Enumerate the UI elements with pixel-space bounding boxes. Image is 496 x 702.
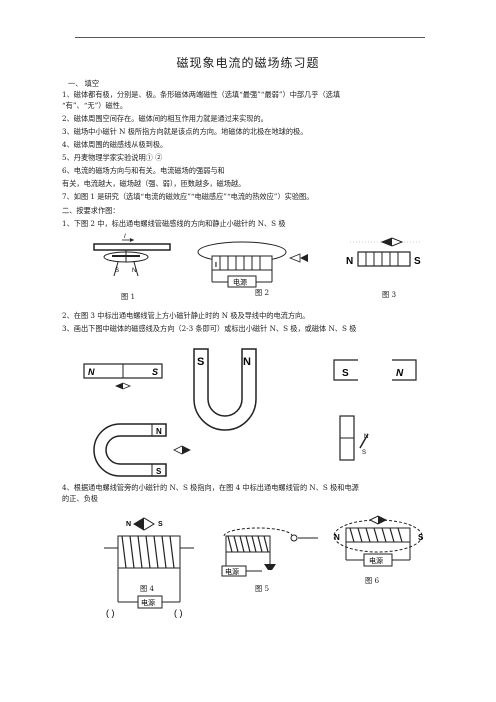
figure-3: N S <box>346 237 421 267</box>
svg-text:S: S <box>115 268 119 274</box>
svg-text:S: S <box>342 368 349 379</box>
header-rule <box>75 37 425 38</box>
svg-text:N: N <box>156 427 162 436</box>
svg-text:N: N <box>334 533 340 542</box>
question-line: “有”、“无”）磁性。 <box>62 101 128 110</box>
svg-text:I: I <box>124 234 126 240</box>
question-line: 有关，电流越大，磁场越（强、弱），匝数越多，磁场越。 <box>62 179 246 188</box>
figure-3-caption: 图 3 <box>382 290 397 299</box>
figure-5-caption: 图 5 <box>255 584 270 593</box>
svg-text:S: S <box>152 367 158 377</box>
question-line: 3、磁场中小磁针 N 极所指方向就是该点的方向。地磁体的北极在地球的极。 <box>62 127 308 136</box>
bar-magnet-figure: N S <box>83 363 163 390</box>
svg-text:S: S <box>156 467 162 476</box>
svg-text:电源: 电源 <box>369 556 383 565</box>
svg-text:电源: 电源 <box>225 567 239 576</box>
page-title: 磁现象电流的磁场练习题 <box>176 56 320 70</box>
question-line: 的正、负极 <box>62 494 98 503</box>
figure-6-caption: 图 6 <box>365 576 380 585</box>
figure-6: N S 电源 <box>333 515 424 567</box>
figure-2-caption: 图 2 <box>255 288 270 297</box>
section-heading-draw: 二、按要求作图： <box>62 206 120 215</box>
svg-text:( ): ( ) <box>106 608 115 618</box>
figure-4: N S 电源 ( ) ( ) <box>104 517 194 618</box>
question-line: 5、丹麦物理学家实验说明① ② <box>62 153 163 162</box>
question-line: 3、画出下图中磁体的磁感线及方向（2-3 条即可）或标出小磁针 N、S 极，或磁… <box>62 324 357 333</box>
svg-text:N: N <box>346 256 353 267</box>
u-magnet-figure: S N <box>193 348 257 431</box>
figure-1-caption: 图 1 <box>121 292 136 301</box>
facing-magnets-figure: S N <box>333 359 417 381</box>
horseshoe-figure: N S <box>93 423 191 477</box>
vertical-magnet-figure: N S <box>339 415 369 461</box>
question-line: 2、在图 3 中标出通电螺线管上方小磁针静止时的 N 极及导线中的电流方向。 <box>62 311 310 320</box>
svg-text:电源: 电源 <box>141 598 155 607</box>
figure-4-caption: 图 4 <box>140 584 155 593</box>
svg-text:N: N <box>396 368 404 379</box>
svg-text:S: S <box>418 533 424 542</box>
question-line: 1、磁体都有极，分别是、极。条形磁体两端磁性（选填“最强”“最弱”）中部几乎（选… <box>62 90 341 99</box>
question-line: 1、下图 2 中，标出通电螺线管磁感线的方向和静止小磁针的 N、S 极 <box>62 219 286 228</box>
question-line: 7、如图 1 是研究（选填“电流的磁效应”“电磁感应”“电流的热效应”）实验图。 <box>62 192 314 201</box>
question-line: 2、磁体周围空间存在。磁体间的相互作用力就是通过来实现的。 <box>62 114 268 123</box>
svg-text:S: S <box>414 256 421 267</box>
svg-text:N: N <box>243 356 251 368</box>
svg-text:I: I <box>215 262 217 269</box>
section-heading-fill: 一、 填空 <box>68 79 100 88</box>
svg-text:S: S <box>158 521 163 528</box>
svg-text:N: N <box>132 268 136 274</box>
question-line: 6、电流的磁场方向与和有关。电流磁场的强弱与和 <box>62 166 225 175</box>
svg-text:S: S <box>197 356 204 368</box>
question-line: 4、磁体周围的磁感线从极到极。 <box>62 140 168 149</box>
figure-2: I 电源 <box>197 241 308 288</box>
svg-text:( ): ( ) <box>174 608 183 618</box>
svg-text:S: S <box>362 450 366 456</box>
svg-text:电源: 电源 <box>233 278 247 287</box>
svg-text:N: N <box>126 521 131 528</box>
svg-text:N: N <box>88 367 95 377</box>
figure-1: I S N <box>93 234 171 277</box>
question-line: 4、根据通电螺线管旁的小磁针的 N、S 极指向，在图 4 中标出通电螺线管的 N… <box>62 483 359 492</box>
figure-5: 电源 <box>221 527 318 577</box>
